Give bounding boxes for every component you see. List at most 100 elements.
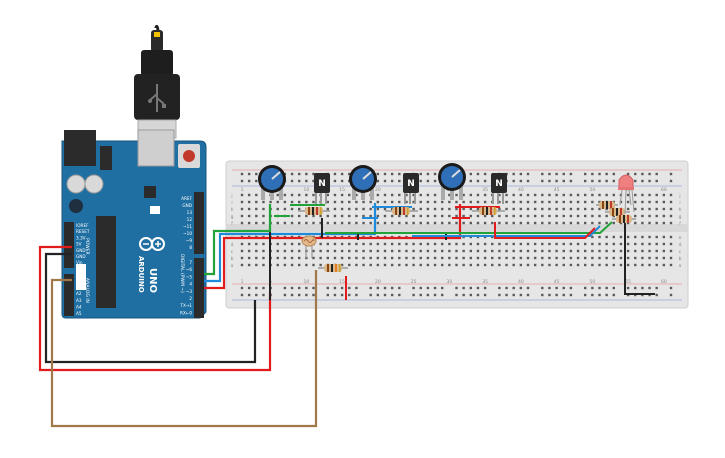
breadboard-hole[interactable]: [455, 256, 458, 260]
breadboard-hole[interactable]: [533, 214, 537, 218]
breadboard-hole[interactable]: [612, 249, 615, 253]
breadboard-hole[interactable]: [405, 242, 408, 246]
breadboard-hole[interactable]: [648, 172, 651, 176]
breadboard-hole[interactable]: [298, 221, 301, 225]
breadboard-hole[interactable]: [634, 256, 637, 260]
breadboard-hole[interactable]: [555, 249, 558, 253]
breadboard-hole[interactable]: [662, 200, 666, 204]
breadboard-hole[interactable]: [383, 172, 387, 176]
breadboard-hole[interactable]: [576, 249, 580, 253]
breadboard-hole[interactable]: [433, 293, 437, 297]
breadboard-hole[interactable]: [476, 263, 480, 267]
breadboard-hole[interactable]: [240, 214, 244, 218]
breadboard-hole[interactable]: [390, 263, 394, 267]
breadboard-hole[interactable]: [462, 256, 465, 260]
breadboard-hole[interactable]: [376, 172, 380, 176]
breadboard-hole[interactable]: [562, 179, 565, 183]
breadboard-hole[interactable]: [326, 200, 329, 204]
breadboard-hole[interactable]: [584, 200, 587, 204]
breadboard-hole[interactable]: [340, 249, 344, 253]
breadboard-hole[interactable]: [505, 200, 508, 204]
breadboard-hole[interactable]: [333, 242, 337, 246]
potentiometer-2[interactable]: [349, 165, 377, 200]
breadboard-hole[interactable]: [569, 242, 573, 246]
breadboard-hole[interactable]: [591, 207, 594, 211]
breadboard-hole[interactable]: [283, 221, 287, 225]
wire-green-long[interactable]: [325, 221, 613, 234]
breadboard-hole[interactable]: [476, 249, 480, 253]
breadboard-hole[interactable]: [405, 193, 408, 197]
breadboard-hole[interactable]: [390, 221, 394, 225]
breadboard-hole[interactable]: [634, 172, 637, 176]
breadboard-hole[interactable]: [541, 179, 544, 183]
breadboard-hole[interactable]: [505, 256, 508, 260]
breadboard-hole[interactable]: [483, 214, 487, 218]
breadboard-hole[interactable]: [591, 249, 594, 253]
breadboard-hole[interactable]: [262, 263, 265, 267]
breadboard-hole[interactable]: [655, 200, 658, 204]
breadboard-hole[interactable]: [619, 263, 623, 267]
breadboard-hole[interactable]: [340, 179, 344, 183]
breadboard-hole[interactable]: [362, 200, 365, 204]
breadboard-hole[interactable]: [348, 293, 351, 297]
breadboard-hole[interactable]: [319, 221, 322, 225]
breadboard-hole[interactable]: [255, 293, 258, 297]
breadboard-hole[interactable]: [541, 286, 544, 290]
breadboard-hole[interactable]: [312, 293, 315, 297]
breadboard-hole[interactable]: [426, 242, 430, 246]
breadboard-hole[interactable]: [462, 207, 465, 211]
breadboard-hole[interactable]: [562, 242, 565, 246]
breadboard-hole[interactable]: [247, 286, 251, 290]
breadboard-hole[interactable]: [512, 242, 515, 246]
breadboard-hole[interactable]: [412, 249, 415, 253]
breadboard-hole[interactable]: [312, 172, 315, 176]
breadboard-hole[interactable]: [548, 193, 551, 197]
breadboard-hole[interactable]: [283, 207, 287, 211]
breadboard-hole[interactable]: [541, 256, 544, 260]
breadboard-hole[interactable]: [419, 207, 422, 211]
breadboard-hole[interactable]: [390, 214, 394, 218]
breadboard-hole[interactable]: [512, 172, 515, 176]
breadboard-hole[interactable]: [641, 235, 644, 239]
breadboard-hole[interactable]: [648, 200, 651, 204]
breadboard-hole[interactable]: [626, 256, 630, 260]
breadboard-hole[interactable]: [641, 256, 644, 260]
breadboard-hole[interactable]: [512, 214, 515, 218]
breadboard-hole[interactable]: [476, 242, 480, 246]
breadboard-hole[interactable]: [634, 200, 637, 204]
breadboard-hole[interactable]: [398, 172, 401, 176]
breadboard-hole[interactable]: [412, 207, 415, 211]
breadboard-hole[interactable]: [505, 286, 508, 290]
breadboard-hole[interactable]: [512, 263, 515, 267]
breadboard-hole[interactable]: [662, 207, 666, 211]
breadboard-hole[interactable]: [283, 286, 287, 290]
breadboard-hole[interactable]: [662, 249, 666, 253]
breadboard-hole[interactable]: [369, 249, 372, 253]
breadboard-hole[interactable]: [247, 214, 251, 218]
breadboard-hole[interactable]: [562, 200, 565, 204]
breadboard-hole[interactable]: [340, 172, 344, 176]
breadboard-hole[interactable]: [433, 214, 437, 218]
breadboard-hole[interactable]: [541, 293, 544, 297]
breadboard-hole[interactable]: [598, 193, 601, 197]
breadboard-hole[interactable]: [533, 200, 537, 204]
breadboard-hole[interactable]: [562, 293, 565, 297]
breadboard-hole[interactable]: [255, 221, 258, 225]
breadboard-hole[interactable]: [333, 172, 337, 176]
breadboard-hole[interactable]: [576, 200, 580, 204]
breadboard-hole[interactable]: [669, 263, 673, 267]
breadboard-hole[interactable]: [455, 207, 458, 211]
breadboard-hole[interactable]: [255, 207, 258, 211]
breadboard-hole[interactable]: [605, 286, 608, 290]
wire-pin6-green[interactable]: [204, 204, 272, 276]
breadboard-hole[interactable]: [469, 286, 472, 290]
breadboard-hole[interactable]: [634, 286, 637, 290]
breadboard-hole[interactable]: [591, 221, 594, 225]
breadboard-hole[interactable]: [398, 179, 401, 183]
breadboard-hole[interactable]: [419, 200, 422, 204]
breadboard-hole[interactable]: [491, 263, 494, 267]
breadboard-hole[interactable]: [584, 221, 587, 225]
breadboard-hole[interactable]: [498, 214, 501, 218]
breadboard-hole[interactable]: [605, 256, 608, 260]
